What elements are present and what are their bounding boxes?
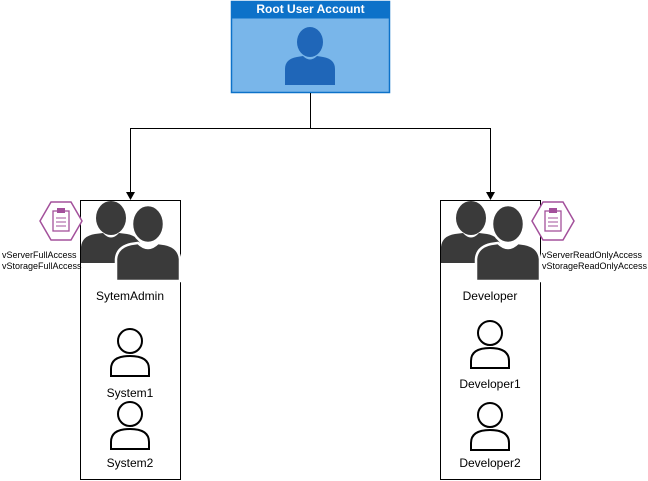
group-name-developer: Developer bbox=[462, 289, 518, 303]
user-label-system1[interactable]: System1 bbox=[106, 386, 154, 400]
policy-label: vStorageReadOnlyAccess bbox=[542, 261, 648, 271]
user-label-developer1[interactable]: Developer1 bbox=[459, 377, 521, 391]
arrowhead-sytemadmin bbox=[126, 192, 135, 200]
user-outline-icon bbox=[470, 402, 510, 451]
users-group-icon bbox=[81, 201, 182, 283]
root-account-node[interactable] bbox=[230, 0, 391, 94]
policy-label: vStorageFullAccess bbox=[2, 261, 82, 271]
user-outline-icon bbox=[110, 328, 150, 377]
policy-document-icon[interactable] bbox=[531, 201, 575, 241]
user-icon bbox=[285, 27, 335, 85]
sytemadmin-policy-list: vServerFullAccess vStorageFullAccess bbox=[2, 250, 82, 272]
root-account-header bbox=[231, 1, 390, 19]
user-label-system2[interactable]: System2 bbox=[106, 456, 154, 470]
connector-root-to-developer bbox=[310, 128, 491, 193]
group-name-sytemadmin: SytemAdmin bbox=[95, 289, 165, 303]
arrowhead-developer bbox=[486, 192, 495, 200]
policy-label: vServerFullAccess bbox=[2, 250, 77, 260]
user-outline-icon bbox=[110, 401, 150, 450]
developer-policy-list: vServerReadOnlyAccess vStorageReadOnlyAc… bbox=[542, 250, 647, 272]
users-group-icon bbox=[441, 201, 542, 283]
user-outline-icon bbox=[470, 320, 510, 369]
root-account-title: Root User Account bbox=[256, 2, 365, 16]
policy-document-icon[interactable] bbox=[39, 201, 83, 241]
user-label-developer2[interactable]: Developer2 bbox=[459, 456, 521, 470]
policy-label: vServerReadOnlyAccess bbox=[542, 250, 643, 260]
connector-root-to-sytemadmin bbox=[130, 93, 311, 193]
